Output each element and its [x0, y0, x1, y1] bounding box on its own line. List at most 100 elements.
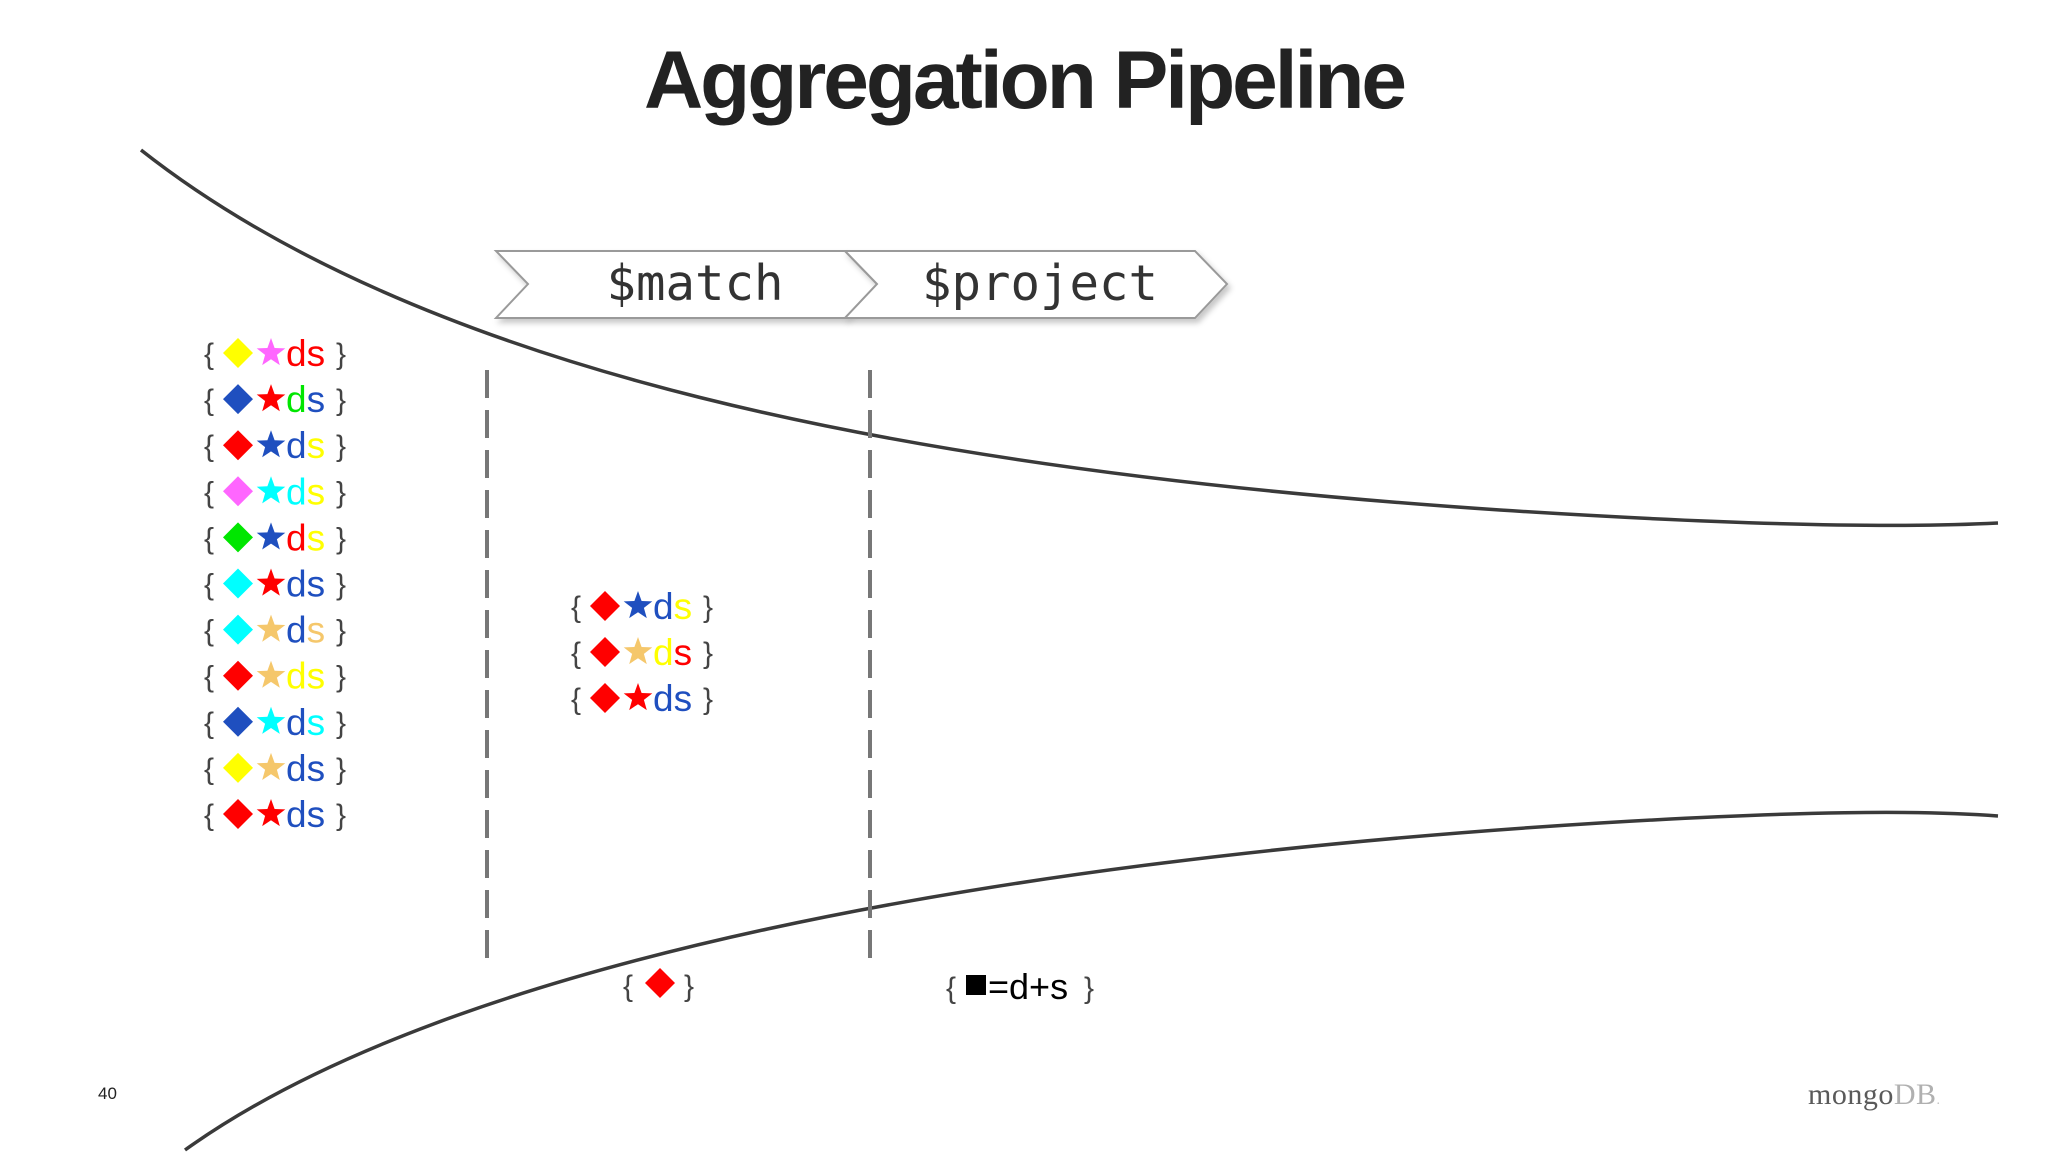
field-d: d	[286, 471, 307, 512]
slide-title: Aggregation Pipeline	[643, 35, 1407, 126]
field-s: s	[674, 632, 693, 673]
field-s: s	[307, 702, 326, 743]
document-fields: ds	[653, 678, 692, 719]
stage-project-label: $project	[922, 255, 1158, 312]
input-document: {ds}	[204, 748, 346, 789]
star-icon	[256, 568, 286, 596]
field-s: s	[307, 425, 326, 466]
field-s: s	[674, 678, 693, 719]
open-brace: {	[204, 799, 214, 832]
document-fields: ds	[653, 586, 692, 627]
star-icon	[256, 752, 286, 780]
diamond-icon	[223, 799, 253, 829]
match-query-open-brace: {	[623, 970, 633, 1003]
field-d: d	[286, 379, 307, 420]
logo-text-main: mongo	[1808, 1078, 1894, 1111]
document-fields: ds	[286, 656, 325, 697]
close-brace: }	[336, 661, 346, 694]
diamond-icon	[645, 968, 675, 998]
input-document: { ds}	[204, 656, 346, 697]
diamond-icon	[223, 430, 253, 461]
open-brace: {	[204, 384, 214, 417]
mongodb-logo: mongoDB.	[1808, 1078, 1941, 1112]
diamond-icon	[223, 338, 253, 368]
diamond-icon	[590, 637, 620, 667]
open-brace: {	[204, 338, 214, 371]
input-document: { ds}	[204, 333, 346, 374]
open-brace: {	[204, 707, 214, 740]
star-icon	[256, 614, 286, 642]
document-fields: ds	[286, 748, 325, 789]
close-brace: }	[336, 430, 346, 463]
diamond-icon	[223, 476, 253, 507]
field-d: d	[286, 656, 307, 697]
project-spec-expression: =d+s	[988, 966, 1068, 1007]
field-s: s	[307, 379, 326, 420]
field-s: s	[307, 471, 326, 512]
close-brace: }	[703, 683, 713, 716]
input-document: {ds}	[204, 471, 346, 512]
page-number: 40	[98, 1084, 117, 1103]
stage-match-label: $match	[606, 255, 783, 312]
stage-project-chevron	[842, 250, 1229, 319]
star-icon	[256, 430, 286, 458]
close-brace: }	[336, 384, 346, 417]
field-d: d	[286, 794, 307, 835]
document-fields: ds	[286, 425, 325, 466]
match-query: { }	[623, 968, 694, 1003]
project-spec-open-brace: {	[946, 972, 956, 1005]
input-document: {ds}	[204, 564, 346, 605]
input-document: { ds}	[204, 794, 346, 835]
star-icon	[256, 338, 286, 366]
diamond-icon	[223, 706, 253, 737]
field-d: d	[286, 748, 307, 789]
open-brace: {	[571, 637, 581, 670]
star-icon	[256, 799, 286, 827]
matched-document: {ds}	[571, 586, 713, 627]
square-icon	[966, 975, 986, 995]
input-document: {ds}	[204, 610, 346, 651]
document-fields: ds	[653, 632, 692, 673]
open-brace: {	[204, 430, 214, 463]
input-documents: {ds}{ds}{ds}{ds}{ds}{ds}{ds}{ds}{ds}{ds}…	[204, 333, 346, 835]
document-fields: ds	[286, 379, 325, 420]
diamond-icon	[223, 614, 253, 645]
document-fields: ds	[286, 471, 325, 512]
open-brace: {	[204, 661, 214, 694]
document-fields: ds	[286, 517, 325, 558]
field-s: s	[307, 564, 326, 605]
field-d: d	[286, 425, 307, 466]
document-fields: ds	[286, 333, 325, 374]
diamond-icon	[223, 384, 253, 415]
matched-document: {ds}	[571, 632, 713, 673]
star-icon	[256, 384, 286, 412]
field-d: d	[653, 586, 674, 627]
field-s: s	[674, 586, 693, 627]
field-s: s	[307, 333, 326, 374]
field-s: s	[307, 656, 326, 697]
star-icon	[256, 706, 286, 734]
project-spec-close-brace: }	[1084, 972, 1094, 1005]
diamond-icon	[223, 752, 253, 783]
field-s: s	[307, 517, 326, 558]
field-d: d	[286, 702, 307, 743]
open-brace: {	[571, 683, 581, 716]
input-document: {ds}	[204, 702, 346, 743]
logo-text-dot: .	[1936, 1093, 1941, 1108]
field-d: d	[286, 517, 307, 558]
star-icon	[623, 637, 653, 665]
close-brace: }	[336, 338, 346, 371]
stage-project: $project	[842, 250, 1229, 319]
funnel-top-curve	[139, 148, 1999, 528]
document-fields: ds	[286, 702, 325, 743]
close-brace: }	[336, 799, 346, 832]
stage-match: $match	[493, 250, 879, 319]
input-document: { ds}	[204, 379, 346, 420]
input-document: { ds}	[204, 425, 346, 466]
star-icon	[256, 522, 286, 550]
field-d: d	[286, 333, 307, 374]
input-document: {ds}	[204, 517, 346, 558]
diamond-icon	[590, 591, 620, 621]
document-fields: ds	[286, 794, 325, 835]
